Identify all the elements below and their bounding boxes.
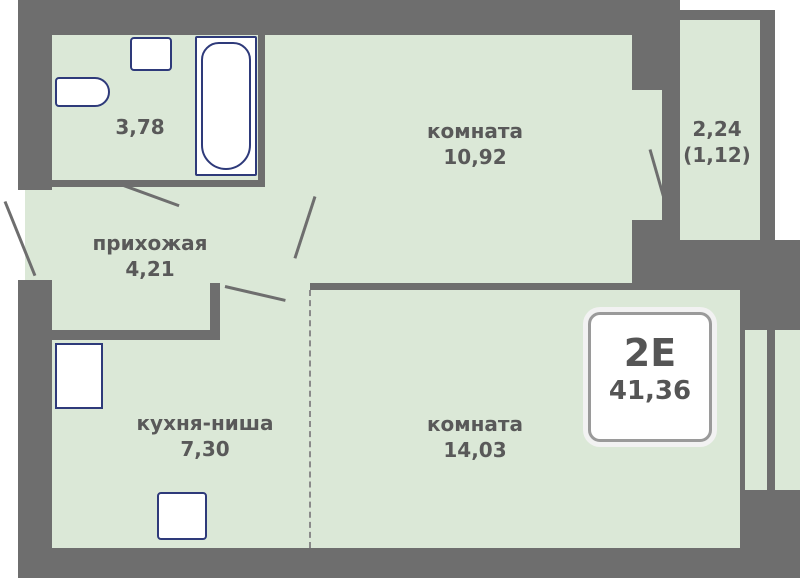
room1-floor-ext (632, 90, 662, 220)
hall-floor (52, 187, 310, 283)
hall-floor-ext (52, 283, 210, 330)
room-name: кухня-ниша (136, 411, 274, 435)
bathtub-icon (195, 36, 257, 176)
room1-floor (265, 35, 632, 283)
room-name: комната (426, 412, 524, 436)
sink-icon (130, 37, 172, 71)
toilet-icon (55, 77, 110, 107)
balcony-label: 2,24(1,12) (672, 116, 762, 168)
stove-icon (157, 492, 207, 540)
window-strip (775, 330, 800, 490)
room-area: 7,30 (180, 437, 230, 461)
room-name: прихожая (92, 231, 208, 255)
room-area: 14,03 (443, 438, 507, 462)
total-area: 41,36 (608, 376, 692, 406)
room-area: 4,21 (125, 257, 175, 281)
room-area-reduced: (1,12) (683, 143, 751, 167)
window-strip (745, 330, 767, 490)
apartment-type: 2E (623, 331, 677, 375)
kitchen-floor-ext (220, 283, 310, 343)
bathroom-label: 3,78 (100, 114, 180, 140)
room-area: 10,92 (443, 145, 507, 169)
room-area: 3,78 (115, 115, 165, 139)
apartment-badge: 2E 41,36 (588, 312, 712, 442)
balcony-floor (680, 20, 760, 240)
room-name: комната (426, 119, 524, 143)
kitchen-sink-icon (55, 343, 103, 409)
room-area: 2,24 (692, 117, 742, 141)
kitchen-divider (309, 290, 311, 548)
